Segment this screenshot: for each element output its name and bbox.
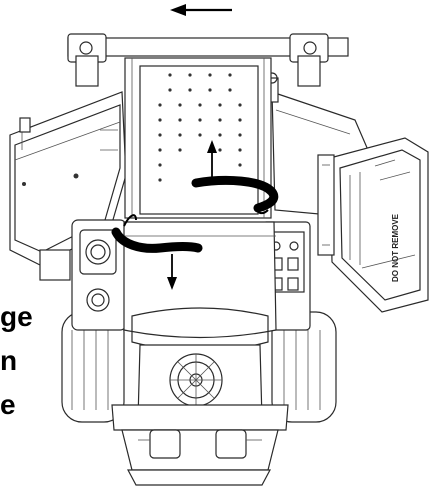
seat-base-plate (124, 57, 272, 219)
left-arrow-icon (170, 4, 232, 16)
grass-chute: DO NOT REMOVE (317, 137, 429, 313)
lift-strap (111, 175, 279, 253)
left-console (71, 219, 127, 331)
side-label-3: e (0, 389, 16, 420)
side-label-2: n (0, 345, 17, 376)
up-arrow-icon (207, 140, 217, 180)
rear-frame (67, 33, 349, 87)
side-labels: ge n e (0, 301, 33, 420)
front-tires (61, 311, 337, 423)
down-arrow-icon (167, 254, 177, 290)
side-label-1: ge (0, 301, 33, 332)
seat (123, 221, 277, 352)
decal-text: DO NOT REMOVE (391, 213, 400, 282)
engine (111, 344, 289, 486)
